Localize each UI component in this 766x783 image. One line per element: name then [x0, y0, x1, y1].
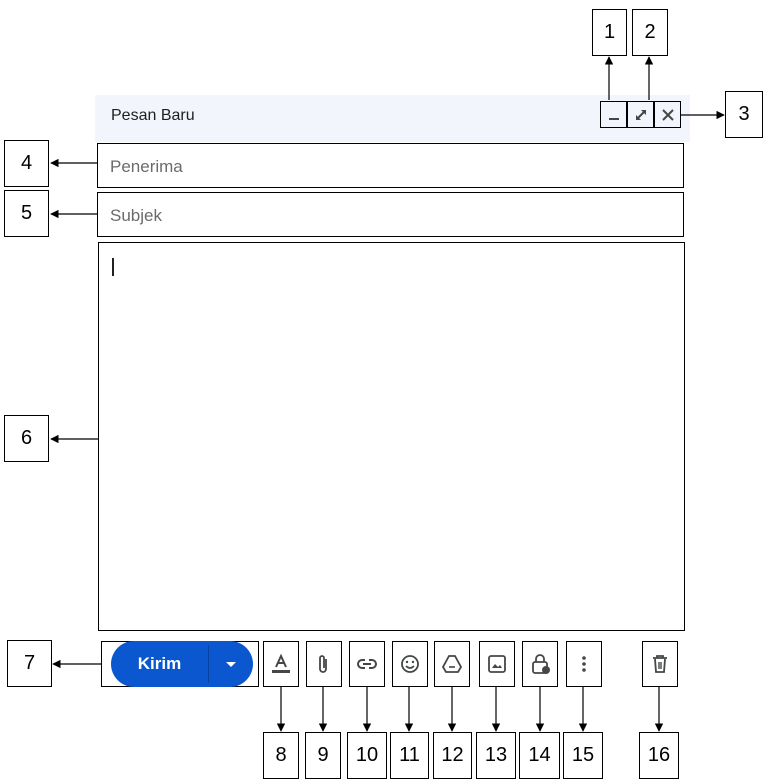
send-divider: [208, 645, 209, 683]
more-options-button[interactable]: [566, 641, 602, 687]
confidential-mode-icon: [532, 654, 550, 674]
trash-icon: [653, 655, 667, 673]
format-text-button[interactable]: [263, 641, 299, 687]
callout-9: 9: [305, 732, 341, 779]
compose-title: Pesan Baru: [111, 107, 195, 124]
discard-draft-button[interactable]: [642, 641, 678, 687]
callout-12: 12: [433, 732, 472, 779]
callout-15: 15: [563, 732, 603, 779]
insert-link-icon: [357, 659, 377, 669]
callout-5: 5: [4, 190, 49, 237]
close-icon: [661, 108, 674, 121]
insert-photo-icon: [488, 655, 506, 673]
callout-1: 1: [592, 9, 627, 56]
recipients-field[interactable]: Penerima: [97, 143, 684, 188]
callout-2: 2: [632, 9, 668, 56]
callout-6: 6: [4, 415, 49, 462]
callout-16: 16: [639, 732, 679, 779]
emoji-icon: [401, 655, 419, 673]
callout-3: 3: [725, 91, 763, 138]
minimize-button[interactable]: [600, 101, 627, 128]
subject-field[interactable]: Subjek: [97, 192, 684, 237]
send-button-group: Kirim: [101, 641, 259, 687]
more-options-icon: [582, 656, 586, 672]
insert-photo-button[interactable]: [479, 641, 515, 687]
chevron-down-icon: [226, 662, 236, 667]
insert-link-button[interactable]: [349, 641, 385, 687]
confidential-mode-button[interactable]: [522, 641, 558, 687]
expand-icon: [635, 109, 646, 120]
callout-10: 10: [347, 732, 387, 779]
attach-file-button[interactable]: [306, 641, 342, 687]
message-body[interactable]: [98, 242, 685, 631]
callout-11: 11: [390, 732, 429, 779]
text-cursor: [112, 258, 114, 276]
send-pill: Kirim: [111, 641, 253, 687]
minimize-icon: [608, 117, 619, 120]
callout-8: 8: [263, 732, 299, 779]
callout-13: 13: [476, 732, 516, 779]
compose-header: Pesan Baru: [95, 95, 690, 142]
callout-14: 14: [519, 732, 560, 779]
insert-drive-button[interactable]: [434, 641, 470, 687]
send-button[interactable]: Kirim: [137, 654, 182, 673]
format-text-icon: [272, 653, 290, 673]
attach-file-icon: [319, 655, 327, 673]
callout-4: 4: [4, 140, 49, 187]
recipients-placeholder: Penerima: [110, 157, 183, 176]
subject-placeholder: Subjek: [110, 206, 162, 225]
drive-icon: [441, 655, 463, 673]
callout-7: 7: [7, 640, 52, 687]
insert-emoji-button[interactable]: [392, 641, 428, 687]
fullscreen-button[interactable]: [627, 101, 654, 128]
send-options-button[interactable]: [209, 641, 253, 687]
